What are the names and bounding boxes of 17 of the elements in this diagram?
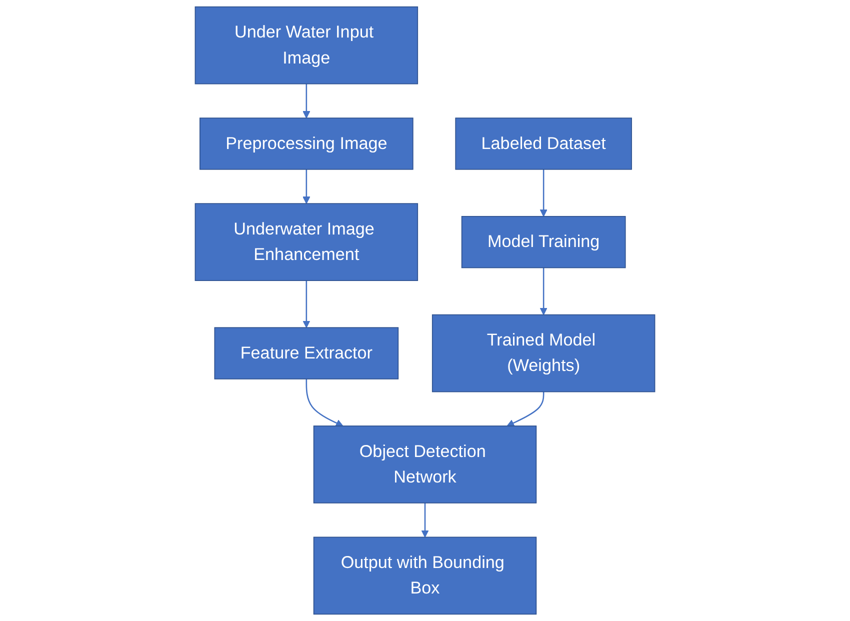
node-box: Output with Bounding Box [313, 536, 537, 615]
node-box: Labeled Dataset [455, 118, 632, 170]
node-box: Preprocessing Image [200, 118, 414, 170]
node-box: Under Water Input Image [194, 6, 418, 84]
node-box: Underwater Image Enhancement [194, 203, 418, 281]
node-box: Object Detection Network [313, 426, 537, 504]
arrow [302, 169, 310, 204]
arrow [302, 84, 310, 118]
arrow [302, 280, 310, 328]
arrow [540, 268, 548, 316]
node-box: Feature Extractor [214, 327, 399, 380]
arrow [540, 169, 548, 217]
node-box: Trained Model (Weights) [432, 314, 656, 392]
arrow [506, 392, 544, 426]
arrow [421, 502, 429, 538]
arrow [306, 378, 344, 426]
node-box: Model Training [461, 216, 626, 268]
